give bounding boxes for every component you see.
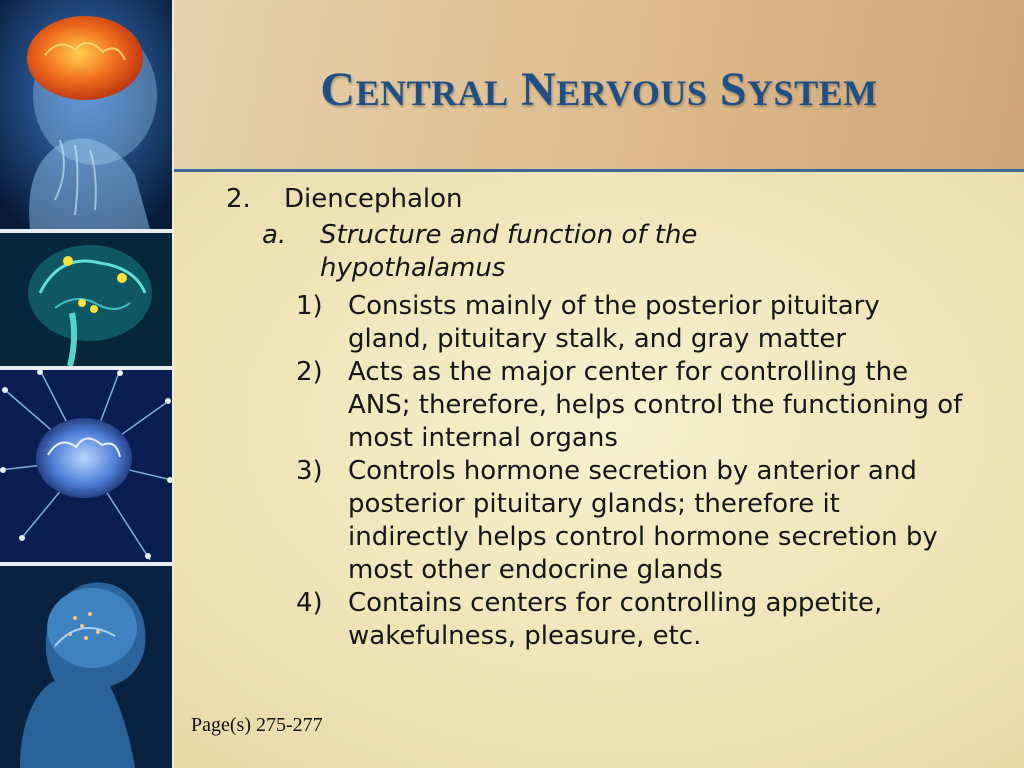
list-item-text: Contains centers for controlling appetit… <box>348 588 883 651</box>
title-word-cap: C <box>320 63 356 116</box>
page-reference: Page(s) 275-277 <box>191 714 323 736</box>
outline-number: 2. <box>226 184 251 214</box>
outline-subheading-text: Structure and function of the hypothalam… <box>320 220 698 283</box>
list-item-number: 3) <box>296 456 323 486</box>
list-item-number: 1) <box>296 291 323 321</box>
list-item-text: Consists mainly of the posterior pituita… <box>348 291 880 354</box>
strip-border <box>172 0 174 768</box>
title-word-rest: YSTEM <box>747 73 878 113</box>
brain-skull-xray-image <box>0 0 172 229</box>
list-item-number: 4) <box>296 588 323 618</box>
glowing-brain-network-image <box>0 370 172 562</box>
list-item-number: 2) <box>296 357 323 387</box>
image-divider <box>0 366 172 370</box>
title-word-cap: N <box>521 63 557 116</box>
image-strip <box>0 0 172 768</box>
image-divider <box>0 229 172 233</box>
title-rule <box>174 169 1024 172</box>
title-word-rest: ENTRAL <box>355 73 509 113</box>
slide-title: CENTRAL NERVOUS SYSTEM <box>174 66 1024 114</box>
list-item-text: Acts as the major center for controlling… <box>348 357 963 453</box>
child-head-brain-image <box>0 566 172 768</box>
brain-sagittal-scan-image <box>0 233 172 366</box>
outline-heading-text: Diencephalon <box>284 184 463 214</box>
title-word-cap: S <box>719 63 748 116</box>
image-divider <box>0 562 172 566</box>
list-item-text: Controls hormone secretion by anterior a… <box>348 456 938 585</box>
title-word-rest: ERVOUS <box>556 73 708 113</box>
outline-letter: a. <box>262 220 287 250</box>
title-bar <box>174 0 1024 170</box>
